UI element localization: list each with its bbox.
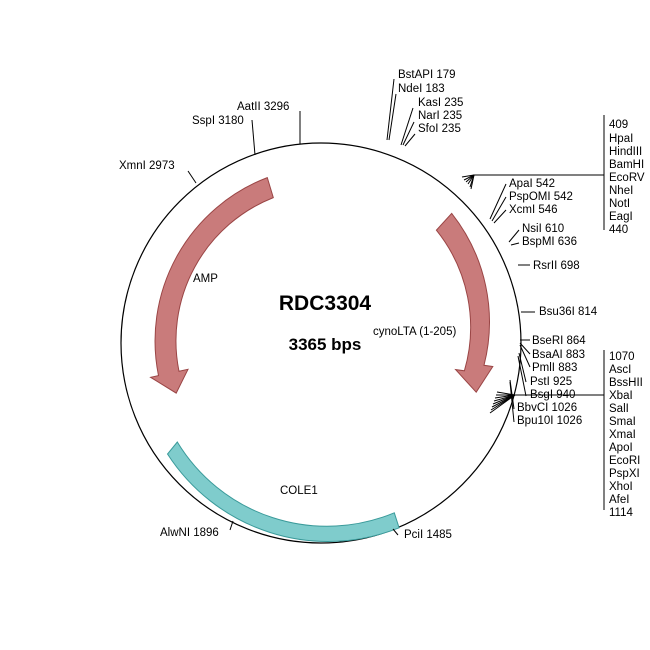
mcs2-item: ApoI	[609, 442, 633, 454]
mcs2-item: SalI	[609, 403, 629, 415]
site-psti: PstI 925	[530, 376, 572, 388]
mcs1-item: NotI	[609, 198, 630, 210]
plasmid-name: RDC3304	[279, 292, 372, 315]
amp-label: AMP	[193, 273, 218, 285]
site-sspi: SspI 3180	[192, 115, 244, 127]
site-bsgi: BsgI 940	[530, 389, 575, 401]
site-bsu36i: Bsu36I 814	[539, 306, 598, 318]
site-ndei: NdeI 183	[398, 83, 445, 95]
site-sfoi: SfoI 235	[418, 123, 461, 135]
cyno-label: cynoLTA (1-205)	[373, 326, 456, 338]
site-xmni: XmnI 2973	[119, 160, 175, 172]
cyno-feature-arrow	[435, 212, 494, 394]
mcs2-item: AfeI	[609, 494, 629, 506]
site-apai: ApaI 542	[509, 178, 555, 190]
site-bseri: BseRI 864	[532, 335, 586, 347]
mcs2-item: SmaI	[609, 416, 636, 428]
cole1-feature-box	[166, 441, 400, 542]
mcs2-item: XhoI	[609, 481, 633, 493]
plasmid-backbone	[120, 142, 522, 544]
mcs1-item: EagI	[609, 211, 633, 223]
site-xcmi: XcmI 546	[509, 204, 558, 216]
mcs2-list: 1070 AscI BssHII XbaI SalI SmaI XmaI Apo…	[609, 351, 643, 519]
site-pcii: PciI 1485	[404, 529, 452, 541]
mcs1-item: HpaI	[609, 133, 633, 145]
site-bstapi: BstAPI 179	[398, 69, 456, 81]
mcs2-item: XbaI	[609, 390, 633, 402]
site-kasi: KasI 235	[418, 97, 463, 109]
mcs1-item: EcoRV	[609, 172, 645, 184]
site-aatii: AatII 3296	[237, 101, 289, 113]
site-bbvci: BbvCI 1026	[517, 402, 577, 414]
site-leaders	[187, 78, 605, 536]
site-rsrii: RsrII 698	[533, 260, 580, 272]
mcs2-item: PspXI	[609, 468, 640, 480]
plasmid-size: 3365 bps	[289, 335, 362, 354]
site-pspomi: PspOMI 542	[509, 191, 573, 203]
mcs2-item: 1114	[609, 507, 633, 519]
mcs1-item: 440	[609, 224, 628, 236]
site-bsaai: BsaAI 883	[532, 349, 585, 361]
site-bpu10i: Bpu10I 1026	[517, 415, 582, 427]
site-bspmi: BspMI 636	[522, 236, 577, 248]
mcs2-item: 1070	[609, 351, 635, 363]
site-alwni: AlwNI 1896	[160, 527, 219, 539]
site-nsii: NsiI 610	[522, 223, 564, 235]
site-pmli: PmlI 883	[532, 362, 577, 374]
mcs1-item: BamHI	[609, 159, 644, 171]
mcs1-list: 409 HpaI HindIII BamHI EcoRV NheI NotI E…	[609, 119, 645, 236]
mcs1-item: NheI	[609, 185, 633, 197]
mcs2-item: XmaI	[609, 429, 636, 441]
mcs1-item: HindIII	[609, 146, 642, 158]
amp-feature-arrow	[149, 176, 274, 394]
mcs2-item: AscI	[609, 364, 631, 376]
mcs2-item: EcoRI	[609, 455, 640, 467]
mcs1-item: 409	[609, 119, 628, 131]
cole1-label: COLE1	[280, 485, 318, 497]
mcs2-item: BssHII	[609, 377, 643, 389]
site-nari: NarI 235	[418, 110, 462, 122]
